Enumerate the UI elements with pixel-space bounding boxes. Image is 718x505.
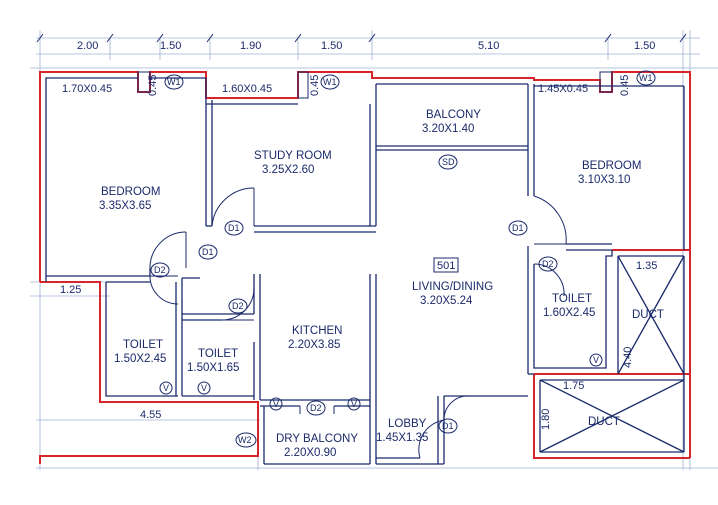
room-dry-balcony: DRY BALCONY 2.20X0.90 bbox=[276, 433, 358, 459]
room-lobby: LOBBY 1.45X1.35 bbox=[376, 418, 428, 444]
svg-text:D1: D1 bbox=[228, 223, 240, 233]
dimension-duct-side: 4.40 bbox=[622, 347, 634, 368]
room-bedroom-right: BEDROOM 3.10X3.10 bbox=[578, 160, 641, 186]
svg-text:SD: SD bbox=[442, 157, 455, 167]
room-name: KITCHEN bbox=[292, 325, 342, 337]
svg-text:V: V bbox=[163, 383, 169, 393]
svg-text:D1: D1 bbox=[442, 421, 454, 431]
room-size: 1.50X2.45 bbox=[114, 353, 166, 365]
room-toilet-mid: TOILET 1.50X1.65 bbox=[187, 348, 239, 374]
room-name: TOILET bbox=[198, 348, 238, 360]
window-size-label: 0.45 bbox=[619, 75, 631, 96]
room-name: LIVING/DINING bbox=[412, 281, 493, 293]
room-size: 3.20X1.40 bbox=[422, 123, 474, 135]
dimension-label: 2.00 bbox=[77, 40, 98, 52]
dimension-label: 1.90 bbox=[240, 40, 261, 52]
svg-text:V: V bbox=[593, 355, 599, 365]
room-living: 501 LIVING/DINING 3.20X5.24 bbox=[412, 257, 493, 307]
ventilator-tag: V bbox=[159, 381, 173, 395]
door-tag: D2 bbox=[150, 262, 170, 278]
svg-text:D2: D2 bbox=[232, 301, 244, 311]
window-tag: W1 bbox=[164, 74, 184, 90]
ventilator-tag: V bbox=[589, 353, 603, 367]
dimension-duct-top: 1.35 bbox=[636, 260, 657, 272]
window-tag: W2 bbox=[235, 432, 257, 448]
interior-walls bbox=[45, 77, 685, 465]
dimension-label: 1.50 bbox=[160, 40, 181, 52]
room-name: TOILET bbox=[552, 293, 592, 305]
door-tag: D1 bbox=[438, 418, 458, 434]
window-tag: W1 bbox=[320, 74, 340, 90]
door-tag: D2 bbox=[538, 256, 558, 272]
svg-text:D2: D2 bbox=[542, 259, 554, 269]
room-toilet-left: TOILET 1.50X2.45 bbox=[114, 339, 166, 365]
dimension-label: 5.10 bbox=[478, 40, 499, 52]
door-tag: D1 bbox=[198, 244, 218, 260]
window-size-label: 1.60X0.45 bbox=[222, 83, 272, 95]
room-name: TOILET bbox=[123, 339, 163, 351]
window-size-label: 0.45 bbox=[147, 75, 159, 96]
room-name: DUCT bbox=[588, 416, 620, 428]
window-size-label: 1.45X0.45 bbox=[538, 83, 588, 95]
room-name: BEDROOM bbox=[101, 186, 160, 198]
room-size: 3.20X5.24 bbox=[420, 295, 473, 307]
room-name: LOBBY bbox=[388, 418, 427, 430]
room-size: 2.20X3.85 bbox=[288, 339, 340, 351]
dimension-label: 1.50 bbox=[321, 40, 342, 52]
svg-text:V: V bbox=[273, 399, 279, 409]
top-dimensions: 2.00 1.50 1.90 1.50 5.10 1.50 bbox=[77, 40, 655, 52]
dimension-bottom-left: 4.55 bbox=[140, 409, 161, 421]
room-size: 3.35X3.65 bbox=[99, 200, 151, 212]
svg-text:D1: D1 bbox=[512, 223, 524, 233]
room-name: DUCT bbox=[632, 309, 664, 321]
dimension-duct2-side: 1.80 bbox=[540, 409, 552, 430]
dimension-duct2-top: 1.75 bbox=[563, 380, 584, 392]
door-tag: D2 bbox=[306, 400, 326, 416]
room-size: 1.50X1.65 bbox=[187, 362, 239, 374]
room-name: BEDROOM bbox=[582, 160, 641, 172]
dimension-left-mid: 1.25 bbox=[60, 284, 81, 296]
room-size: 1.60X2.45 bbox=[543, 307, 595, 319]
room-study: STUDY ROOM 3.25X2.60 bbox=[254, 150, 332, 176]
room-name: BALCONY bbox=[426, 109, 481, 121]
dimension-ticks bbox=[36, 33, 687, 43]
svg-text:D1: D1 bbox=[202, 247, 214, 257]
room-size: 2.20X0.90 bbox=[284, 447, 336, 459]
svg-text:W1: W1 bbox=[323, 77, 337, 87]
window-tag: W1 bbox=[636, 70, 656, 86]
room-bedroom-left: BEDROOM 3.35X3.65 bbox=[99, 186, 160, 212]
svg-text:V: V bbox=[201, 383, 207, 393]
unit-number: 501 bbox=[437, 260, 455, 272]
room-balcony: BALCONY 3.20X1.40 bbox=[422, 109, 481, 135]
dimension-label: 1.50 bbox=[634, 40, 655, 52]
window-size-label: 0.45 bbox=[309, 75, 321, 96]
window-marks bbox=[137, 71, 613, 99]
sliding-door-tag: SD bbox=[438, 154, 458, 170]
svg-text:W2: W2 bbox=[238, 435, 252, 445]
room-size: 3.25X2.60 bbox=[262, 164, 314, 176]
ventilator-tag: V bbox=[197, 381, 211, 395]
room-duct-lower: DUCT bbox=[588, 416, 620, 428]
room-kitchen: KITCHEN 2.20X3.85 bbox=[288, 325, 342, 351]
room-size: 1.45X1.35 bbox=[376, 432, 428, 444]
svg-text:W1: W1 bbox=[639, 73, 653, 83]
room-size: 3.10X3.10 bbox=[578, 174, 630, 186]
door-tag: D1 bbox=[224, 220, 244, 236]
door-swings bbox=[149, 187, 567, 459]
room-duct-upper: DUCT bbox=[632, 309, 664, 321]
outer-boundary bbox=[39, 71, 691, 464]
room-name: DRY BALCONY bbox=[276, 433, 358, 445]
svg-text:D2: D2 bbox=[154, 265, 166, 275]
room-toilet-right: TOILET 1.60X2.45 bbox=[543, 293, 595, 319]
ventilator-tag: V bbox=[269, 397, 283, 411]
door-tag: D2 bbox=[228, 298, 248, 314]
window-size-label: 1.70X0.45 bbox=[62, 83, 112, 95]
ventilator-tag: V bbox=[347, 397, 361, 411]
svg-text:V: V bbox=[351, 399, 357, 409]
svg-text:D2: D2 bbox=[310, 403, 322, 413]
room-name: STUDY ROOM bbox=[254, 150, 332, 162]
svg-text:W1: W1 bbox=[167, 77, 181, 87]
door-tag: D1 bbox=[508, 220, 528, 236]
